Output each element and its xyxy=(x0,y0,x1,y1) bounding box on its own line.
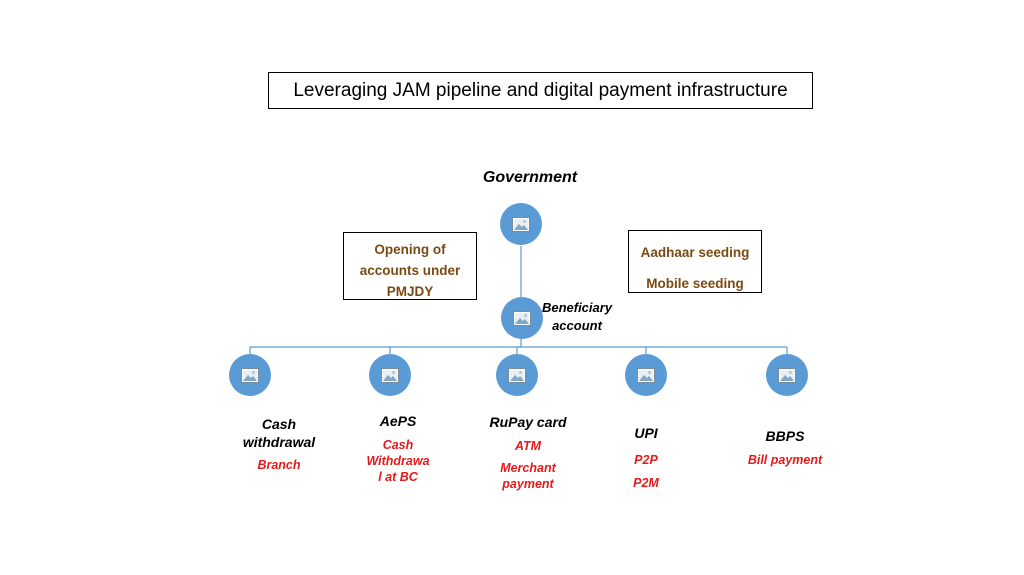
beneficiary-label: Beneficiary account xyxy=(541,300,613,333)
channel-node-upi xyxy=(625,354,667,396)
channel-sub-rupay: ATM Merchant payment xyxy=(500,439,556,491)
image-placeholder-icon xyxy=(241,367,259,383)
channel-sub-aeps: Cash Withdrawa l at BC xyxy=(366,438,430,484)
image-placeholder-icon xyxy=(508,367,526,383)
image-placeholder-icon xyxy=(778,367,796,383)
seeding-line-1: Aadhaar seeding xyxy=(640,245,750,260)
government-node xyxy=(500,203,542,245)
image-placeholder-icon xyxy=(513,310,531,326)
image-placeholder-icon xyxy=(637,367,655,383)
image-placeholder-icon xyxy=(381,367,399,383)
seeding-line-2: Mobile seeding xyxy=(646,276,744,291)
channel-name-bbps: BBPS xyxy=(765,428,805,444)
channel-node-aeps xyxy=(369,354,411,396)
channel-node-cash xyxy=(229,354,271,396)
channel-sub-bbps: Bill payment xyxy=(747,453,823,467)
pmjdy-line-3: PMJDY xyxy=(386,284,434,299)
pmjdy-box: Opening of accounts under PMJDY xyxy=(343,232,477,300)
pmjdy-line-1: Opening of xyxy=(374,242,446,257)
channel-node-bbps xyxy=(766,354,808,396)
channel-name-cash: Cash withdrawal xyxy=(242,416,316,450)
channel-name-rupay: RuPay card xyxy=(489,414,567,430)
beneficiary-node xyxy=(501,297,543,339)
diagram-title-text: Leveraging JAM pipeline and digital paym… xyxy=(293,79,788,101)
channel-sub-upi: P2P P2M xyxy=(633,453,659,490)
channel-name-aeps: AePS xyxy=(379,413,417,429)
image-placeholder-icon xyxy=(512,216,530,232)
channel-node-rupay xyxy=(496,354,538,396)
channel-name-upi: UPI xyxy=(634,425,658,441)
pmjdy-line-2: accounts under xyxy=(359,263,461,278)
channel-sub-cash: Branch xyxy=(257,458,301,472)
diagram-title: Leveraging JAM pipeline and digital paym… xyxy=(268,72,813,109)
government-label: Government xyxy=(482,169,578,186)
seeding-box: Aadhaar seeding Mobile seeding xyxy=(628,230,762,293)
